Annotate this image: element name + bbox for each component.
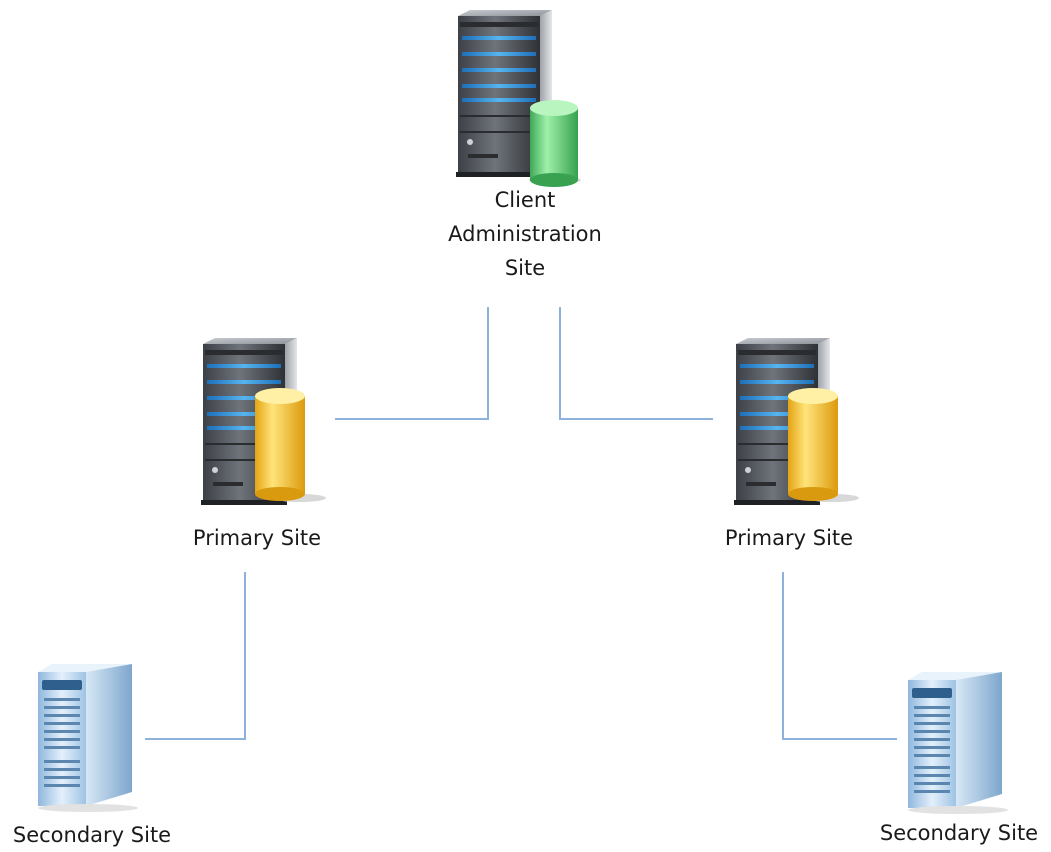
label-line-2: Administration [448,222,602,246]
server-rack-yellow-database-icon [201,338,326,505]
client-administration-site-node [440,8,590,188]
secondary-site-left-label: Secondary Site [12,823,172,847]
tower-server-icon [38,664,138,812]
secondary-site-right-node [898,668,1018,818]
connector-cas-to-primary-right [559,307,713,420]
connector-cas-to-primary-left [335,307,489,420]
tower-server-icon [908,672,1008,814]
connector-primary-right-to-secondary-right [782,572,897,740]
primary-site-left-label: Primary Site [192,526,322,550]
primary-site-right-node [718,336,868,511]
connector-primary-left-to-secondary-left [145,572,246,740]
primary-site-right-label: Primary Site [724,526,854,550]
primary-site-left-node [185,336,335,511]
secondary-site-right-label: Secondary Site [879,821,1039,845]
server-rack-green-database-icon [456,10,581,187]
server-rack-yellow-database-icon [734,338,859,505]
client-administration-site-label: Client Administration Site [425,183,625,285]
label-line-3: Site [504,256,546,280]
secondary-site-left-node [28,660,148,815]
label-line-1: Client [494,188,556,212]
